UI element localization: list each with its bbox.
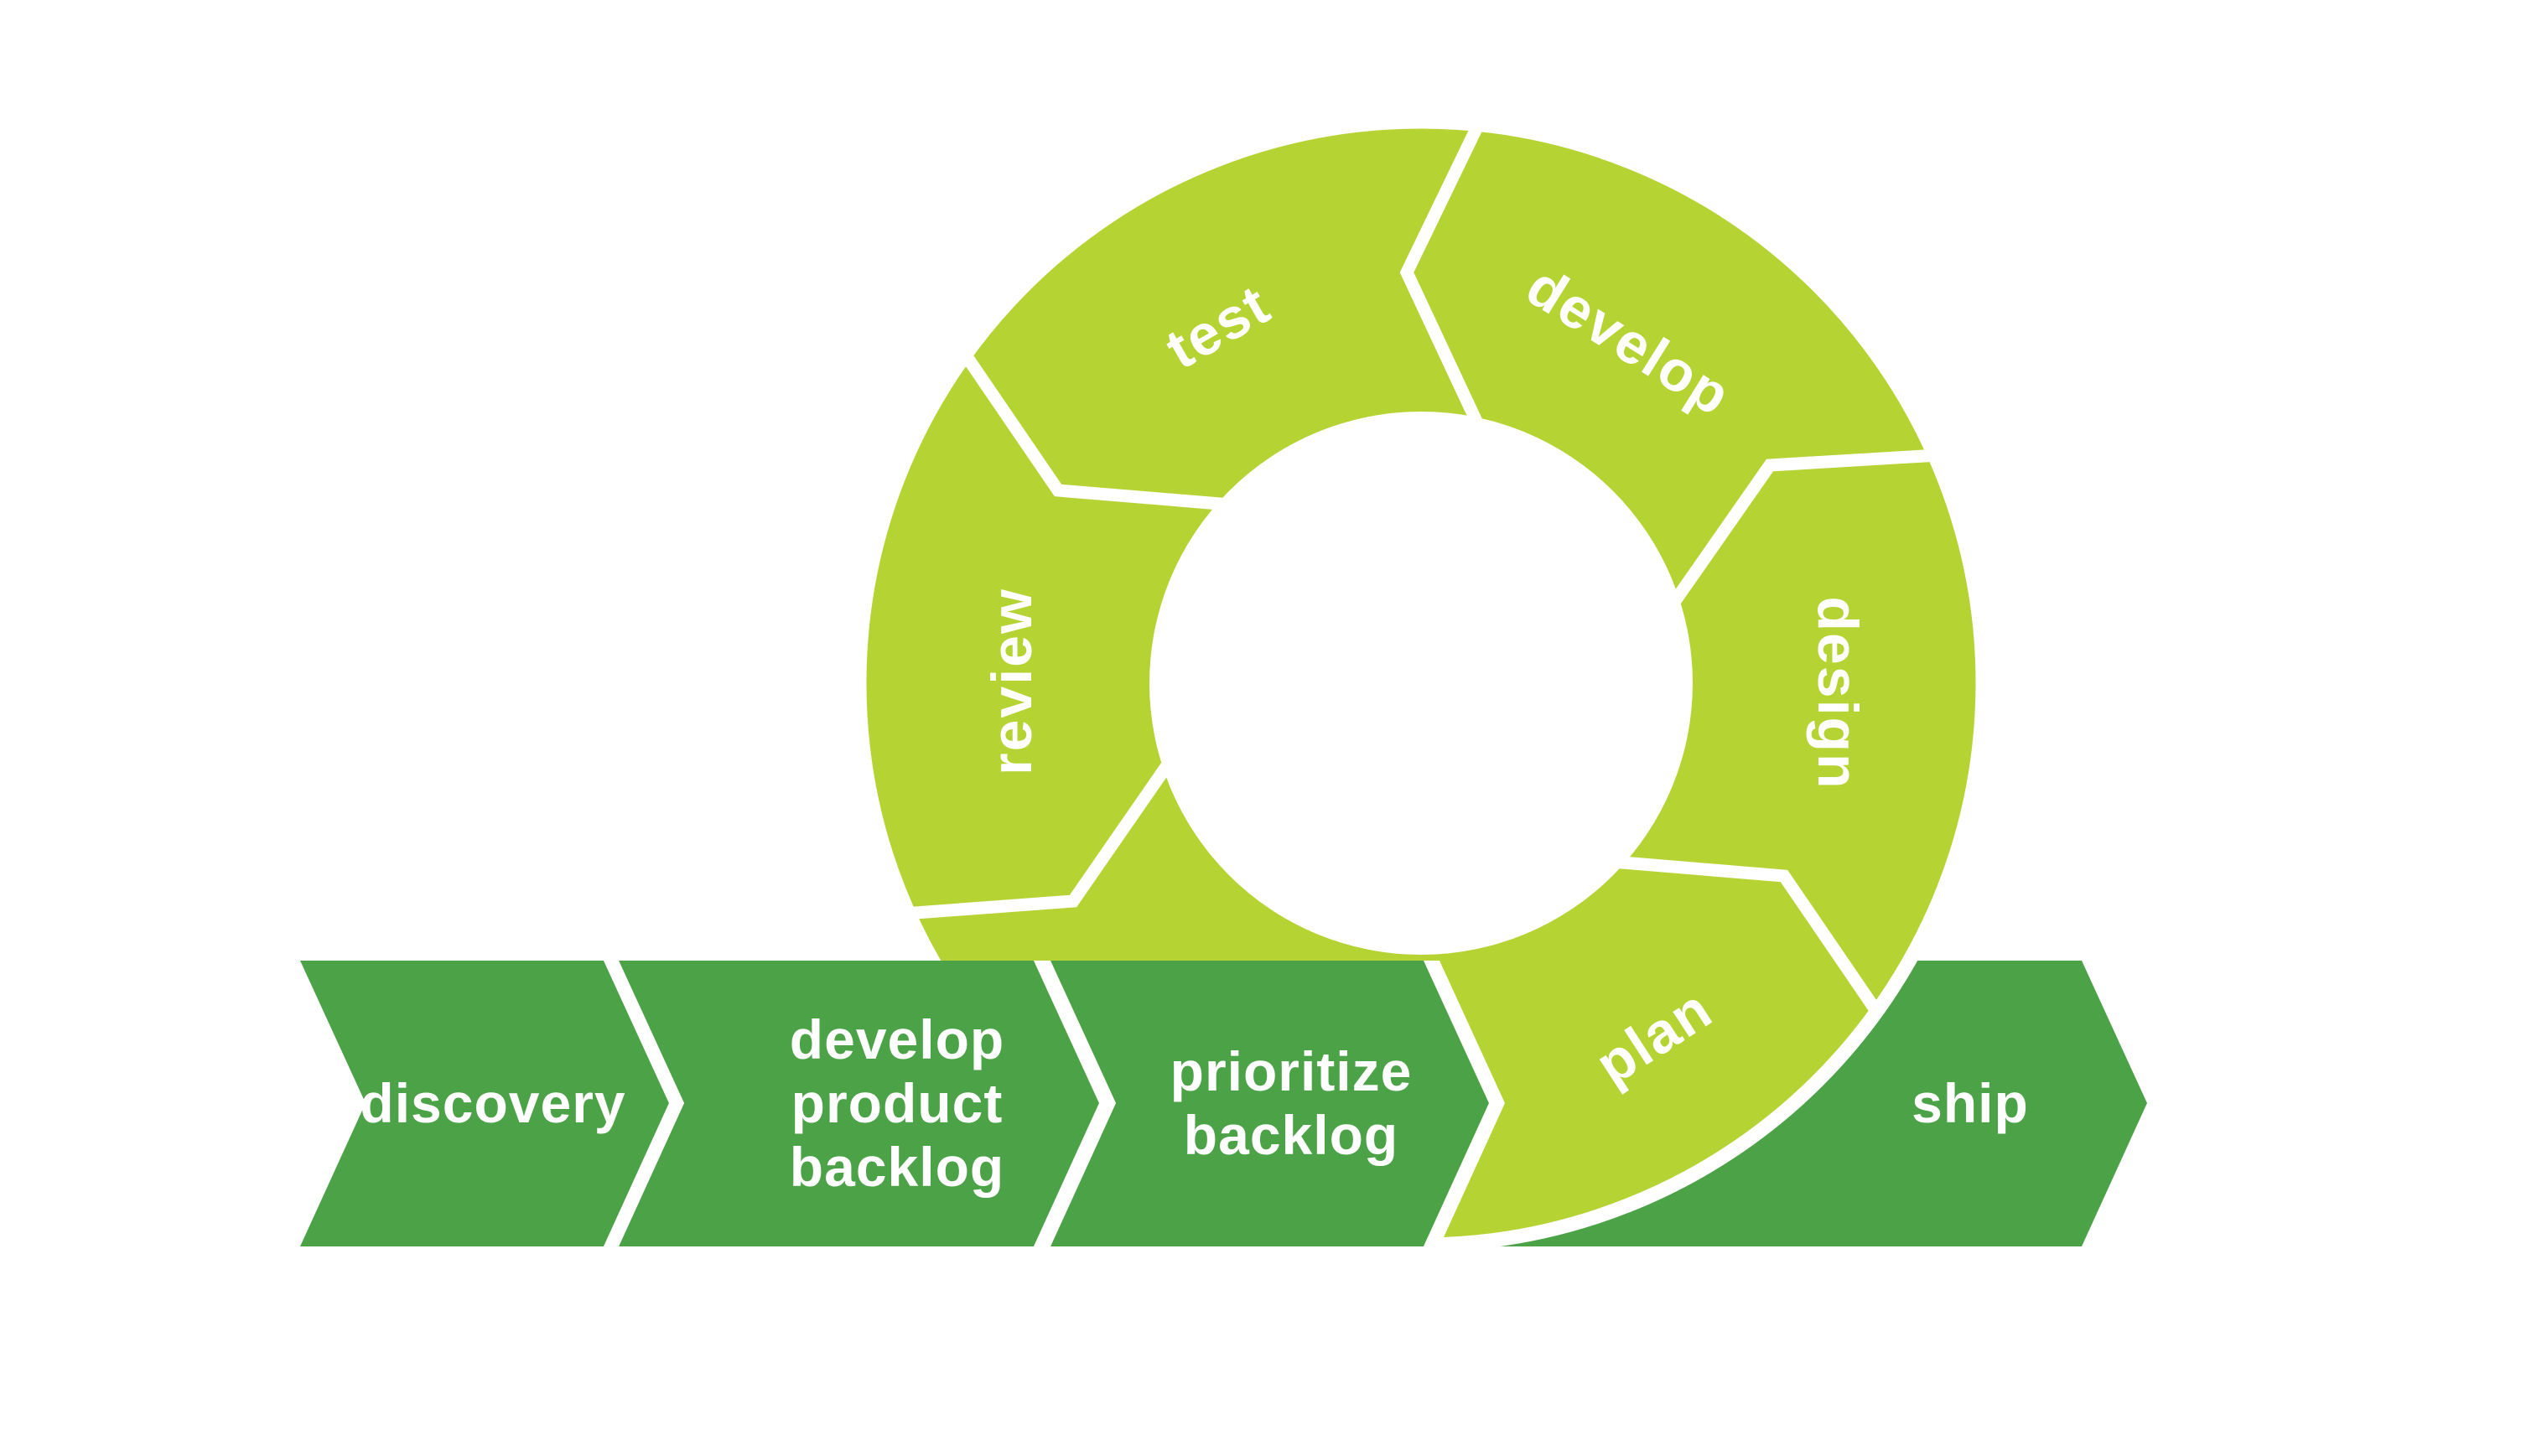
discovery-arrow-shape [300,961,669,1246]
gap-design-plan [1611,855,1886,1020]
gap-test-develop [1399,117,1486,432]
band-gap-2 [1034,961,1116,1246]
gap-review-test [957,346,1231,511]
process-band-front: discovery develop product backlog priori… [300,961,2029,1246]
band-label-discovery: discovery [360,1072,625,1134]
cycle-label-review: review [980,588,1044,775]
develop-backlog-arrow-shape [619,961,1099,1246]
band-label-develop-product-backlog-line2: product [791,1072,1004,1134]
prioritize-backlog-arrow-shape [1050,961,1489,1246]
cycle-label-design: design [1806,596,1870,790]
gap-develop-design [1665,448,1939,611]
band-label-develop-product-backlog-line3: backlog [790,1136,1004,1198]
band-label-prioritize-backlog-line2: backlog [1184,1104,1398,1166]
band-gap-1 [604,961,684,1246]
gap-review-plan [903,755,1177,920]
band-label-develop-product-backlog-line1: develop [790,1008,1004,1070]
band-label-ship: ship [1912,1072,2029,1134]
band-gap-3 [1424,961,1505,1246]
band-label-prioritize-backlog-line1: prioritize [1170,1040,1413,1102]
